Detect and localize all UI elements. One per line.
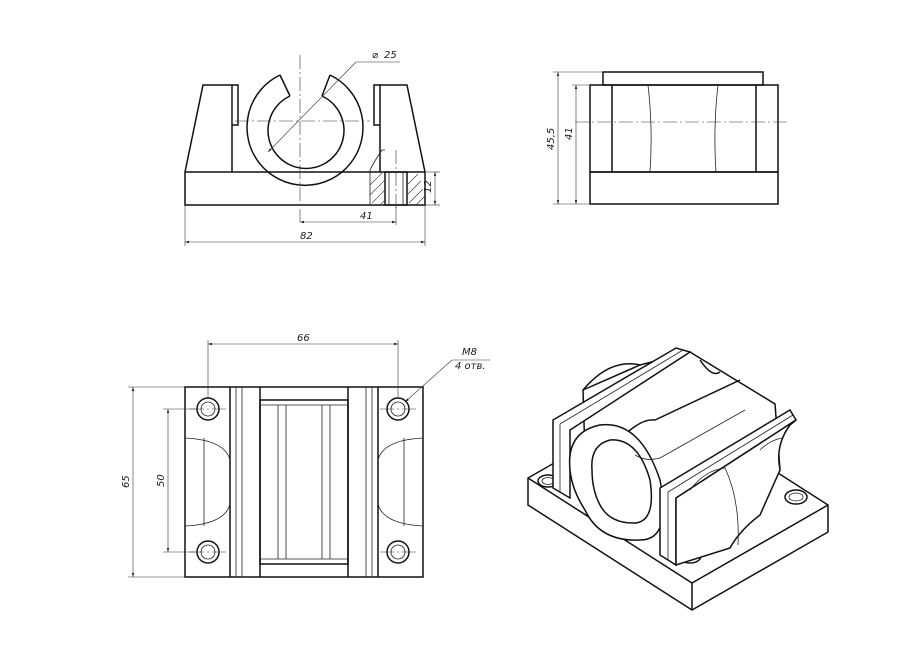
dim-axis-height: 41 <box>564 84 590 204</box>
dim-hole-spacing-y-label: 50 <box>156 474 167 487</box>
dim-hole-spacing-x-label: 66 <box>297 333 310 344</box>
top-view: 66 50 65 M8 4 отв. <box>121 333 490 578</box>
mounting-holes <box>196 397 410 564</box>
dim-base-height: 12 <box>423 171 440 206</box>
dim-base-height-label: 12 <box>423 180 434 193</box>
dim-overall-depth-label: 65 <box>121 475 132 488</box>
dim-center-offset-label: 41 <box>360 211 373 222</box>
isometric-view <box>527 347 829 611</box>
mounting-hole <box>784 489 808 505</box>
top-view-outline <box>184 386 424 578</box>
thread-note-label: M8 <box>462 347 477 358</box>
dim-diameter-symbol: ⌀ <box>372 50 379 61</box>
dim-overall-height-label: 45,5 <box>546 128 557 150</box>
hole-count-label: 4 отв. <box>455 361 486 372</box>
front-view: ⌀ 25 12 41 82 <box>184 50 440 246</box>
section-hatching <box>369 149 426 206</box>
dim-overall-height: 45,5 <box>546 71 603 205</box>
dim-axis-height-label: 41 <box>564 127 575 140</box>
dim-bore-diameter: ⌀ 25 <box>267 50 400 153</box>
dim-hole-spacing-x: 66 <box>207 333 399 398</box>
dim-overall-width: 82 <box>184 205 426 246</box>
dim-center-offset: 41 <box>300 205 397 225</box>
dim-hole-spacing-y: 50 <box>156 408 197 553</box>
dim-overall-width-label: 82 <box>300 231 313 242</box>
thread-callout: M8 4 отв. <box>404 347 490 403</box>
dim-bore-diameter-label: 25 <box>384 50 397 61</box>
side-view-outline <box>589 71 779 205</box>
side-view: 45,5 41 <box>546 71 790 205</box>
front-view-outline <box>184 74 426 206</box>
dim-overall-depth: 65 <box>121 386 185 578</box>
